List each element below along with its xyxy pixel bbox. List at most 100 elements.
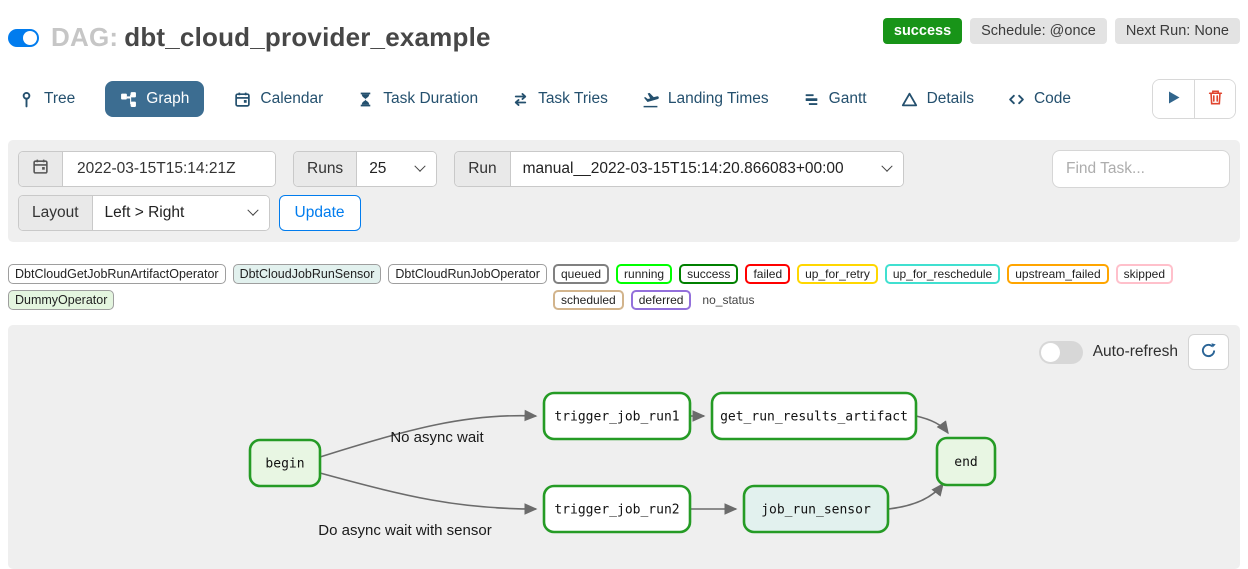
task-node-label: end [954,455,977,470]
update-button[interactable]: Update [278,195,361,231]
tab-label: Code [1033,90,1072,107]
tab-task-duration[interactable]: Task Duration [353,81,482,117]
tab-label: Calendar [260,90,324,107]
task-node-label: trigger_job_run2 [554,503,679,518]
task-node-job_run_sensor[interactable]: job_run_sensor [742,484,890,534]
refresh-icon [1200,342,1217,362]
next-run-badge: Next Run: None [1114,18,1240,44]
tab-details[interactable]: Details [897,81,978,117]
view-tabs: Tree Graph Calendar Task Duration Task Tries… [0,79,1248,119]
tab-label: Task Tries [538,90,608,107]
status-legend-badge: skipped [1115,264,1173,284]
refresh-button[interactable] [1188,334,1229,370]
auto-refresh-label: Auto-refresh [1092,343,1178,360]
base-date-group [18,151,276,187]
dag-prefix-label: DAG: [51,22,119,52]
task-node-label: begin [265,457,304,472]
delete-dag-button[interactable] [1194,80,1235,118]
status-legend-badge: up_for_retry [797,264,878,284]
dag-actions [1152,79,1236,119]
run-select[interactable]: manual__2022-03-15T15:14:20.866083+00:00 [510,152,903,186]
trigger-dag-button[interactable] [1153,80,1194,118]
tab-gantt[interactable]: Gantt [799,81,871,117]
task-node-begin[interactable]: begin [248,438,322,488]
task-node-label: get_run_results_artifact [720,410,908,425]
tab-code[interactable]: Code [1004,81,1075,117]
toggle-knob [1040,342,1060,362]
status-legend-badge: upstream_failed [1007,264,1109,284]
operator-legend-badge: DbtCloudGetJobRunArtifactOperator [8,264,226,284]
edge-job_run_sensor-to-end [887,482,944,510]
trash-icon [1207,89,1224,109]
task-node-trigger_job_run1[interactable]: trigger_job_run1 [542,391,692,441]
run-value: manual__2022-03-15T15:14:20.866083+00:00 [522,160,844,177]
status-legend-badge: failed [745,264,791,284]
runs-value: 25 [369,160,387,177]
graph-icon [120,91,137,108]
status-legend-badge: deferred [630,290,692,310]
operator-legend-badge: DbtCloudJobRunSensor [232,264,382,284]
dag-pause-toggle[interactable] [8,28,39,47]
tab-label: Landing Times [667,90,769,107]
tab-label: Tree [44,90,76,107]
gantt-icon [803,91,820,108]
tree-icon [18,91,35,108]
play-icon [1167,90,1181,108]
tab-graph[interactable]: Graph [105,81,205,117]
graph-panel: Auto-refresh No async wait Do async wait … [8,325,1240,569]
plane-landing-icon [642,91,659,108]
status-legend: queued running success failed up_for_retry up… [553,264,1240,310]
layout-label: Layout [19,196,93,230]
tab-tree[interactable]: Tree [14,81,79,117]
status-legend-badge: queued [553,264,610,284]
runs-select[interactable]: 25 [357,152,437,186]
operator-legend: DbtCloudGetJobRunArtifactOperator DbtClou… [8,264,553,310]
layout-select[interactable]: Left > Right [92,196,269,230]
edge-begin-to-trigger_job_run2 [319,472,538,515]
runs-label: Runs [294,152,358,186]
tab-calendar[interactable]: Calendar [230,81,327,117]
status-legend-badge: success [679,264,739,284]
run-group: Run manual__2022-03-15T15:14:20.866083+0… [454,151,904,187]
layout-value: Left > Right [104,204,185,221]
task-node-label: trigger_job_run1 [554,410,679,425]
page-title: DAG:dbt_cloud_provider_example [51,22,491,53]
status-legend-badge: scheduled [553,290,624,310]
operator-legend-badge: DbtCloudRunJobOperator [388,264,547,284]
edge-begin-to-trigger_job_run1 [319,409,538,458]
chevron-down-icon [246,204,259,216]
auto-refresh-toggle[interactable] [1038,340,1083,364]
tab-landing-times[interactable]: Landing Times [638,81,773,117]
hourglass-icon [357,91,374,108]
calendar-icon [32,158,49,180]
tab-label: Task Duration [383,90,479,107]
dag-name: dbt_cloud_provider_example [124,22,491,52]
repeat-icon [512,91,529,108]
tab-label: Graph [146,90,190,107]
find-task-input[interactable] [1052,150,1230,188]
task-node-trigger_job_run2[interactable]: trigger_job_run2 [542,484,692,534]
calendar-button[interactable] [19,152,63,186]
chevron-down-icon [414,160,426,172]
triangle-icon [901,91,918,108]
page-header: DAG:dbt_cloud_provider_example success S… [0,0,1248,53]
edge-get_run_results_artifact-to-end [915,415,949,435]
legend: DbtCloudGetJobRunArtifactOperator DbtClou… [8,264,1240,310]
dag-graph: No async wait Do async wait with sensor be… [248,391,997,539]
task-node-label: job_run_sensor [761,503,871,518]
layout-group: Layout Left > Right [18,195,270,231]
base-date-input[interactable] [63,152,275,186]
schedule-badge: Schedule: @once [970,18,1107,44]
chevron-down-icon [880,160,893,172]
status-legend-badge: running [616,264,673,284]
code-icon [1008,91,1025,108]
task-node-get_run_results_artifact[interactable]: get_run_results_artifact [710,391,918,441]
status-legend-badge: no_status [702,293,755,307]
task-node-end[interactable]: end [935,436,997,487]
tab-task-tries[interactable]: Task Tries [508,81,612,117]
edge-label: Do async wait with sensor [318,522,491,539]
edge-label: No async wait [390,429,484,446]
status-legend-badge: up_for_reschedule [884,264,1001,284]
toggle-knob [23,30,37,45]
tab-label: Gantt [828,90,867,107]
